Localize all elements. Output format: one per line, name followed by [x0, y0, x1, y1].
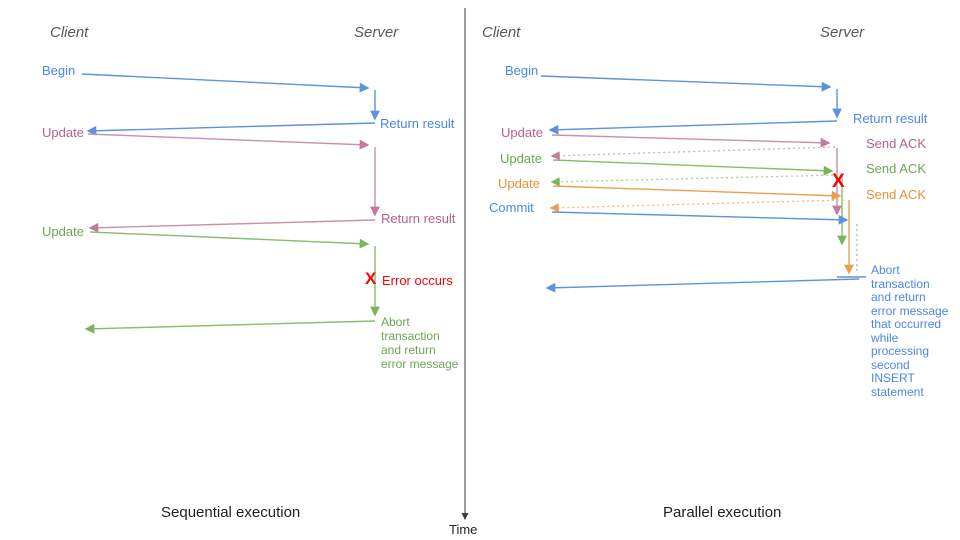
par-commit-call: [551, 211, 849, 225]
seq-begin-return: [86, 122, 376, 136]
seq-error-occurs-label: Error occurs: [382, 273, 453, 288]
seq-begin-call: [81, 73, 370, 93]
par-server-header: Server: [820, 24, 865, 41]
par-begin-call: [540, 75, 832, 92]
parallel-execution-caption: Parallel execution: [663, 504, 782, 521]
seq-return-result-1-label: Return result: [380, 116, 455, 131]
par-send-ack-1-label: Send ACK: [866, 136, 926, 151]
par-abort-note: Abort transaction and return error messa…: [871, 263, 949, 399]
par-error-x-mark: X: [832, 171, 845, 192]
par-begin-label: Begin: [505, 63, 539, 78]
par-return-result-label: Return result: [853, 111, 928, 126]
seq-error-x-mark: X: [365, 269, 377, 288]
par-client-header: Client: [482, 24, 521, 41]
par-update1-ack: [550, 146, 836, 161]
seq-update1-return: [88, 219, 376, 233]
par-begin-return: [548, 120, 838, 135]
par-update-2-label: Update: [500, 151, 542, 166]
time-axis-label: Time: [449, 522, 478, 537]
par-send-ack-3-label: Send ACK: [866, 187, 926, 202]
seq-begin-label: Begin: [42, 63, 76, 78]
par-abort-return: [545, 278, 860, 293]
seq-update2-return: [84, 320, 376, 334]
seq-update1-call: [87, 133, 370, 150]
par-send-ack-2-label: Send ACK: [866, 161, 926, 176]
par-update2-ack: [550, 174, 839, 187]
par-update1-call: [551, 134, 831, 148]
par-commit-label: Commit: [489, 200, 534, 215]
par-update-1-label: Update: [501, 125, 543, 140]
par-update-3-label: Update: [498, 176, 540, 191]
seq-return-result-2-label: Return result: [381, 211, 456, 226]
seq-client-header: Client: [50, 24, 89, 41]
seq-update2-call: [89, 231, 370, 249]
seq-server-header: Server: [354, 24, 399, 41]
par-update2-call: [552, 159, 834, 176]
seq-abort-note: Abort transaction and return error messa…: [381, 315, 459, 371]
seq-update-2-label: Update: [42, 224, 84, 239]
par-update3-ack: [549, 199, 845, 213]
par-update3-call: [552, 185, 842, 201]
seq-update-1-label: Update: [42, 125, 84, 140]
sequential-execution-caption: Sequential execution: [161, 504, 301, 521]
